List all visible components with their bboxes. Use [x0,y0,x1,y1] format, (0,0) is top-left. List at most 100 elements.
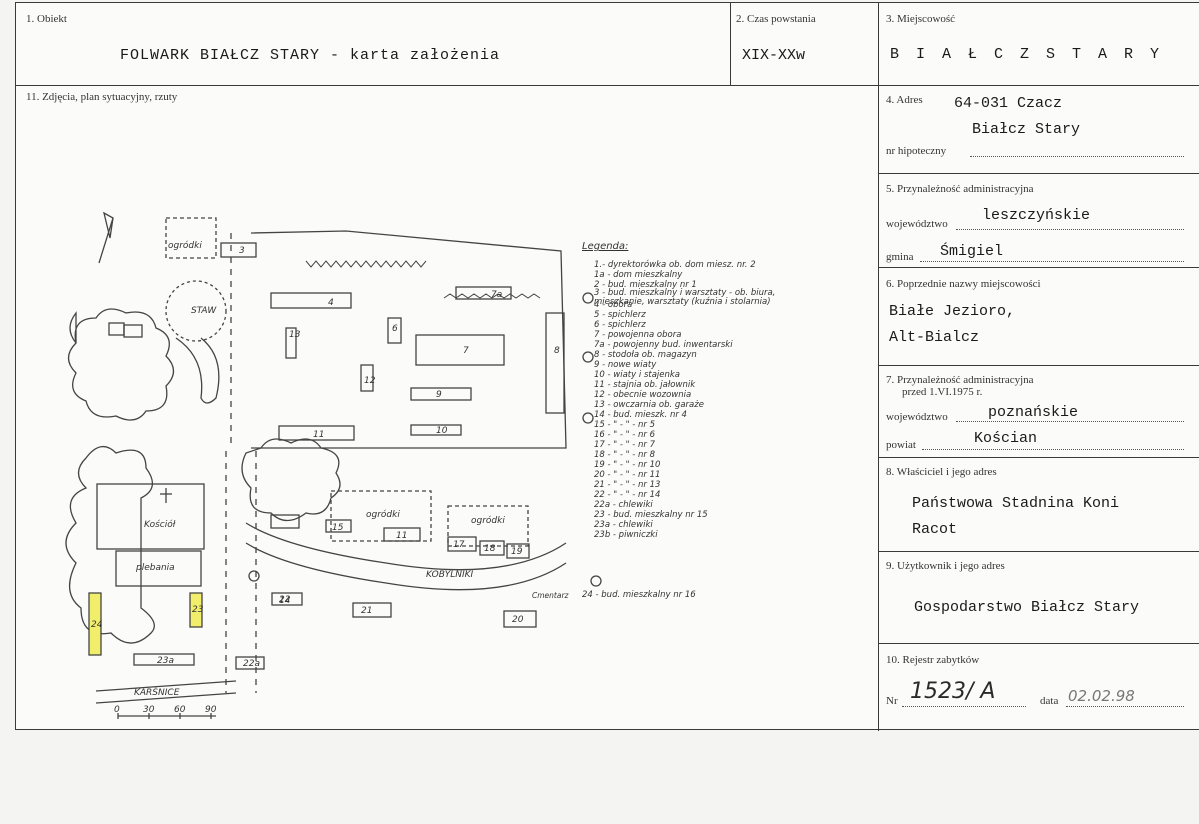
legend-item: 14 - bud. mieszk. nr 4 [594,410,687,420]
przynaleznosc-label: 5. Przynależność administracyjna [886,183,1034,195]
rejestr-data-line [1066,706,1184,707]
wlasciciel-line2: Racot [912,521,958,538]
record-card: 1. Obiekt FOLWARK BIAŁCZ STARY - karta z… [15,2,1199,731]
wlasciciel-line1: Państwowa Stadnina Koni [912,495,1120,512]
uzytkownik-value: Gospodarstwo Białcz Stary [914,599,1140,616]
legend-item: 2 - bud. mieszkalny nr 1 [594,280,697,290]
svg-text:22a: 22a [243,659,260,669]
legend-item: 6 - spichlerz [594,320,646,330]
wojewodztwo-line [956,229,1184,230]
hipoteczny-line [970,156,1184,157]
adres-line1: 64-031 Czacz [954,95,1063,112]
legend-item: 23b - piwniczki [594,530,658,540]
wlasciciel-label: 8. Właściciel i jego adres [886,466,997,478]
cmentarz-label: Cmentarz [532,591,569,600]
svg-text:23a: 23a [157,656,174,666]
svg-text:13: 13 [289,330,301,340]
kobylniki-label: KOBYLNIKI [426,570,474,580]
gmina-label: gmina [886,251,914,263]
legend-item: 7a - powojenny bud. inwentarski [594,340,733,350]
hipoteczny-label: nr hipoteczny [886,145,947,157]
svg-text:20: 20 [512,615,524,625]
legend-item: 15 - " - " - nr 5 [594,420,656,430]
svg-text:10: 10 [436,426,448,436]
plebania-label: plebania [135,563,175,573]
divider [16,85,1199,86]
svg-text:24: 24 [91,620,103,630]
legend-item: 19 - " - " - nr 10 [594,460,661,470]
svg-text:11: 11 [313,430,324,440]
scale-30: 30 [143,705,155,715]
svg-text:23: 23 [192,605,204,615]
svg-text:12: 12 [364,376,376,386]
karsnice-label: KARŚNICE [134,686,180,698]
rejestr-data-value: 02.02.98 [1068,687,1135,705]
ogrodki-label-1: ogródki [366,509,400,520]
legend-item: 13 - owczarnia ob. garaże [594,400,704,410]
svg-text:18: 18 [484,544,496,554]
legend-item: 17 - " - " - nr 7 [594,440,656,450]
staw-label: STAW [191,306,217,316]
gmina-line [920,261,1184,262]
rejestr-nr-label: Nr [886,695,898,707]
svg-text:6: 6 [392,324,398,334]
ogrodki-label-2: ogródki [471,515,505,526]
svg-text:8: 8 [554,346,560,356]
rejestr-nr-line [902,706,1026,707]
divider [878,173,1199,174]
legend-item: 21 - " - " - nr 13 [594,480,661,490]
poprzednie-line1: Białe Jezioro, [889,303,1016,320]
scale-0: 0 [114,705,120,715]
wojewodztwo1975-label: województwo [886,411,948,423]
legend-item: 11 - stajnia ob. jałownik [594,380,696,390]
adres-line2: Białcz Stary [972,121,1081,138]
svg-text:17: 17 [453,540,465,550]
divider [878,643,1199,644]
divider [730,3,731,85]
legend-item: 16 - " - " - nr 6 [594,430,656,440]
przynaleznosc1975-label: 7. Przynależność administracyjna [886,374,1034,386]
legend-title: Legenda: [582,241,629,252]
czas-value: XIX-XXw [742,47,806,64]
legend-item: 9 - nowe wiaty [594,360,657,370]
divider [878,457,1199,458]
svg-text:4: 4 [328,298,334,308]
rejestr-data-label: data [1040,695,1059,707]
rejestr-label: 10. Rejestr zabytków [886,654,980,666]
legend-item: 1.- dyrektorówka ob. dom miesz. nr. 2 [594,260,756,270]
powiat-line [922,449,1184,450]
legend-item: 4 - obora [594,300,633,310]
legend-item: 3 - bud. mieszkalny i warsztaty - ob. bi… [594,288,776,307]
powiat-value: Kościan [974,430,1038,447]
wojewodztwo1975-line [956,421,1184,422]
svg-text:7a: 7a [491,290,502,300]
miejscowosc-label: 3. Miejscowość [886,13,956,25]
svg-text:11: 11 [396,531,407,541]
legend-item: 23 - bud. mieszkalny nr 15 [594,510,708,520]
legend-item: 23a - chlewiki [594,520,653,530]
legend-item: 10 - wiaty i stajenka [594,370,681,380]
przynaleznosc1975-label2: przed 1.VI.1975 r. [902,386,983,398]
czas-label: 2. Czas powstania [736,13,816,25]
uzytkownik-label: 9. Użytkownik i jego adres [886,560,1005,572]
poprzednie-line2: Alt-Bialcz [889,329,980,346]
divider [878,365,1199,366]
legend-item: 7 - powojenna obora [594,330,682,340]
legend-item: 12 - obecnie wozownia [594,390,692,400]
legend-item: 22 - " - " - nr 14 [594,490,661,500]
svg-text:14: 14 [279,596,291,606]
obiekt-value: FOLWARK BIAŁCZ STARY - karta założenia [120,47,501,64]
gmina-value: Śmigiel [940,243,1004,260]
legend-item: 8 - stodoła ob. magazyn [594,350,697,360]
divider [878,267,1199,268]
wojewodztwo1975-value: poznańskie [988,404,1079,421]
kosciol-label: Kościół [144,519,176,530]
legend-item: 22a - chlewiki [594,500,653,510]
wojewodztwo-value: leszczyńskie [982,207,1091,224]
legend-item: 20 - " - " - nr 11 [594,470,661,480]
legend-item: 18 - " - " - nr 8 [594,450,656,460]
scale-90: 90 [205,705,217,715]
svg-text:19: 19 [511,547,523,557]
legend-item: 24 - bud. mieszkalny nr 16 [582,590,696,600]
wojewodztwo-label: województwo [886,218,948,230]
